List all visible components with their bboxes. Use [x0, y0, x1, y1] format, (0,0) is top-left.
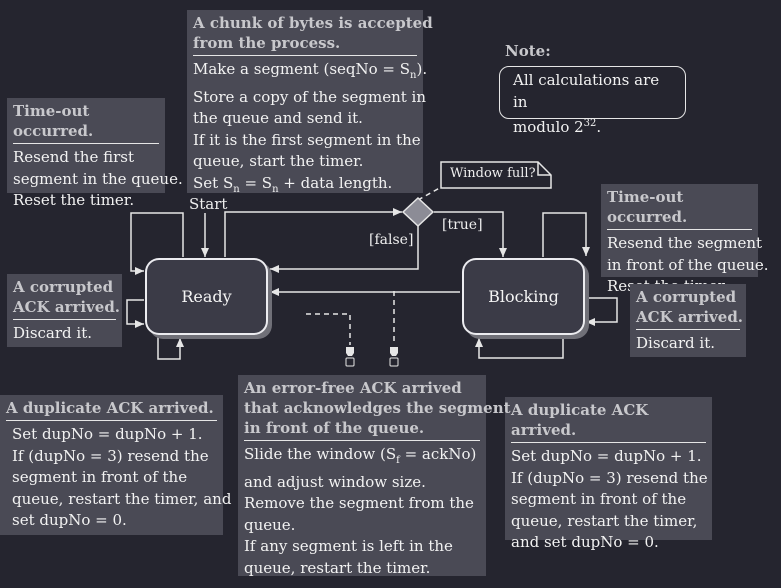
true-label: [true] [442, 217, 483, 233]
duplicate-left-line: Set dupNo = dupNo + 1. [12, 425, 203, 443]
errorfree-line: and adjust window size. [244, 472, 426, 491]
event-icon [389, 347, 399, 367]
errorfree-line: queue, restart the timer. [244, 558, 431, 577]
chunk-accepted-box: A chunk of bytes is accepted from the pr… [187, 10, 433, 195]
chunk-line: Set Sn = Sn + data length. [193, 173, 393, 195]
timeout-left-line: Reset the timer. [13, 191, 135, 209]
ready-to-decision [224, 208, 402, 257]
duplicate-left-header: A duplicate ACK arrived. [6, 398, 217, 421]
decision-true-arrow [434, 211, 507, 257]
timeout-right-box: Time-out occurred. Resend the segment in… [601, 184, 769, 295]
chunk-line: Store a copy of the segment in [193, 87, 427, 106]
errorfree-line: Remove the segment from the [244, 494, 474, 512]
duplicate-left-line: set dupNo = 0. [12, 511, 127, 529]
errorfree-ack-box: An error-free ACK arrived that acknowled… [238, 375, 511, 577]
decision-false-arrow [270, 226, 419, 273]
blocking-corrupted-loop [584, 297, 618, 326]
errorfree-line: Slide the window (Sf = ackNo) [244, 445, 477, 466]
errorfree-line: queue. [244, 515, 296, 534]
chunk-line: Make a segment (seqNo = Sn). [193, 60, 428, 81]
chunk-line: queue, start the timer. [193, 152, 364, 170]
timeout-left-line: segment in the queue. [13, 169, 183, 188]
blocking-timeout-loop [542, 212, 590, 257]
duplicate-right-line: Set dupNo = dupNo + 1. [511, 447, 702, 465]
decision-diamond [401, 196, 435, 228]
chunk-line: the queue and send it. [193, 109, 363, 127]
chunk-line: If it is the first segment in the [193, 130, 421, 149]
errorfree-header: An error-free ACK arrived that acknowled… [244, 378, 511, 441]
timeout-right-line: Resend the segment [607, 234, 763, 252]
duplicate-right-header: A duplicate ACK arrived. [511, 400, 706, 443]
corrupted-right-header: A corrupted ACK arrived. [636, 287, 743, 330]
window-full-label: Window full? [450, 166, 536, 181]
start-label: Start [189, 195, 228, 213]
duplicate-right-line: and set dupNo = 0. [511, 533, 659, 551]
corrupted-left-box: A corrupted ACK arrived. Discard it. [7, 274, 122, 347]
errorfree-line: If any segment is left in the [244, 537, 453, 555]
note-title: Note: [505, 42, 551, 60]
false-label: [false] [369, 232, 414, 248]
event-icon [345, 347, 355, 367]
duplicate-left-line: If (dupNo = 3) resend the [12, 446, 209, 465]
note-box: All calculations are in modulo 232. [499, 66, 686, 136]
duplicate-right-box: A duplicate ACK arrived. Set dupNo = dup… [505, 397, 712, 551]
ready-corrupted-loop [126, 299, 144, 328]
corrupted-left-header: A corrupted ACK arrived. [13, 277, 120, 320]
ready-duplicate-loop [157, 334, 184, 360]
duplicate-left-line: queue, restart the timer, and [12, 489, 232, 508]
note-line-2: modulo 232. [513, 118, 602, 136]
duplicate-right-line: segment in front of the [511, 490, 687, 508]
duplicate-right-line: If (dupNo = 3) resend the [511, 468, 708, 487]
corrupted-right-line: Discard it. [636, 334, 715, 352]
duplicate-left-box: A duplicate ACK arrived. Set dupNo = dup… [0, 395, 232, 535]
duplicate-right-line: queue, restart the timer, [511, 511, 698, 530]
timeout-right-line: in front of the queue. [607, 255, 769, 274]
state-blocking: Blocking [464, 260, 583, 333]
chunk-header: A chunk of bytes is accepted from the pr… [193, 13, 433, 56]
ready-timeout-loop [130, 212, 184, 275]
state-ready: Ready [147, 260, 266, 333]
timeout-left-box: Time-out occurred. Resend the first segm… [7, 98, 183, 209]
corrupted-left-line: Discard it. [13, 324, 92, 342]
timeout-left-line: Resend the first [13, 148, 135, 166]
note-line-1: All calculations are in [513, 71, 660, 111]
window-full-note-shape [440, 161, 552, 189]
corrupted-right-box: A corrupted ACK arrived. Discard it. [630, 284, 746, 357]
duplicate-left-line: segment in front of the [12, 468, 188, 486]
errorfree-link-1 [306, 313, 351, 345]
timeout-right-header: Time-out occurred. [607, 187, 752, 230]
blocking-duplicate-loop [475, 335, 564, 359]
timeout-left-header: Time-out occurred. [13, 101, 159, 144]
